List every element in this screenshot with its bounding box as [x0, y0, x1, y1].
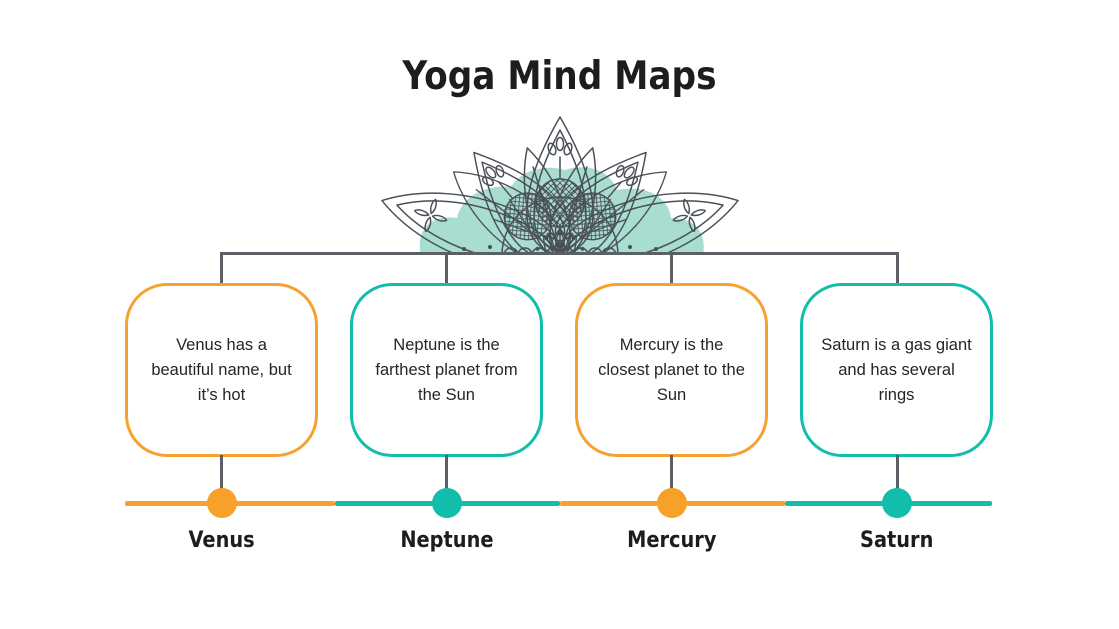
card-mercury-text: Mercury is the closest planet to the Sun [598, 335, 745, 404]
node-label-venus: Venus [162, 528, 282, 553]
tree-stub-top-saturn [896, 252, 899, 284]
card-venus-text: Venus has a beautiful name, but it’s hot [151, 335, 292, 404]
page-title-text: Yoga Mind Maps [402, 54, 717, 99]
timeline-dot-neptune [432, 488, 462, 518]
node-label-mercury-text: Mercury [627, 528, 717, 553]
card-saturn-text: Saturn is a gas giant and has several ri… [821, 335, 972, 404]
timeline-dot-venus [207, 488, 237, 518]
tree-stub-top-mercury [670, 252, 673, 284]
mandala-decoration [372, 116, 748, 255]
timeline-dot-saturn [882, 488, 912, 518]
node-label-neptune: Neptune [387, 528, 507, 553]
node-label-saturn: Saturn [837, 528, 957, 553]
tree-stub-bottom-saturn [896, 455, 899, 503]
card-mercury: Mercury is the closest planet to the Sun [575, 283, 768, 457]
timeline-dot-mercury [657, 488, 687, 518]
card-venus: Venus has a beautiful name, but it’s hot [125, 283, 318, 457]
card-saturn: Saturn is a gas giant and has several ri… [800, 283, 993, 457]
node-label-saturn-text: Saturn [860, 528, 934, 553]
node-label-mercury: Mercury [612, 528, 732, 553]
tree-connector-horizontal [222, 252, 898, 255]
card-neptune-text: Neptune is the farthest planet from the … [375, 335, 518, 404]
tree-stub-top-neptune [445, 252, 448, 284]
card-neptune: Neptune is the farthest planet from the … [350, 283, 543, 457]
tree-stub-bottom-mercury [670, 455, 673, 503]
node-label-venus-text: Venus [188, 528, 256, 553]
mandala-line-art [372, 116, 748, 255]
node-label-neptune-text: Neptune [400, 528, 494, 553]
page-title: Yoga Mind Maps [0, 54, 1119, 99]
tree-stub-top-venus [220, 252, 223, 284]
tree-stub-bottom-neptune [445, 455, 448, 503]
tree-stub-bottom-venus [220, 455, 223, 503]
